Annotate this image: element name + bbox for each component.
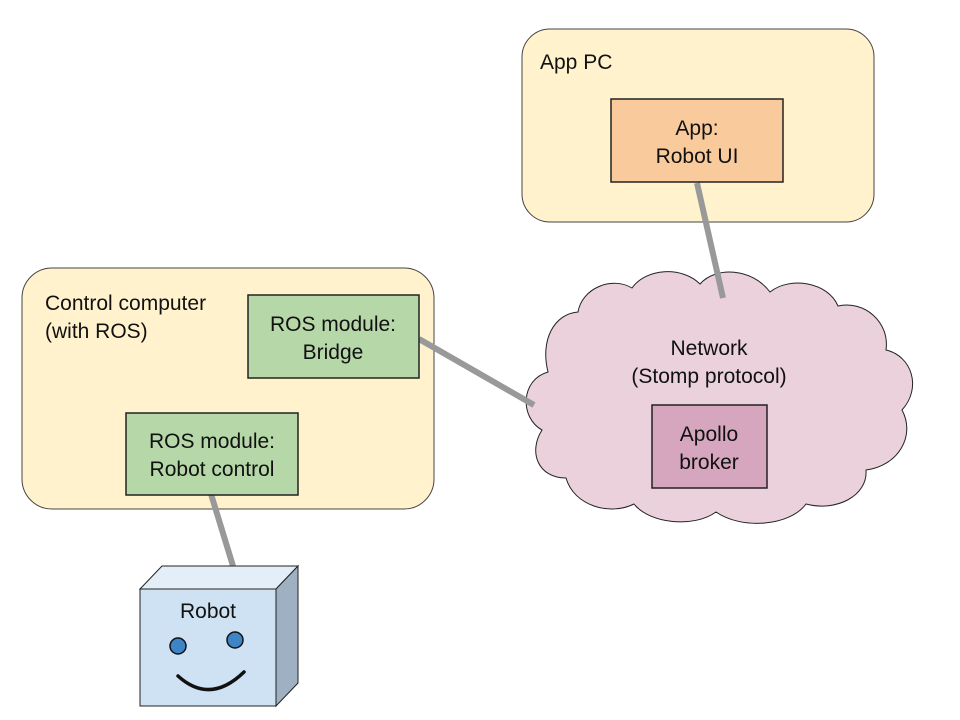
network-label: Network bbox=[670, 337, 748, 360]
apollo-broker-sublabel: broker bbox=[679, 451, 739, 474]
ros-robot-control-sublabel: Robot control bbox=[150, 458, 275, 481]
robot-cube-front bbox=[139, 588, 277, 707]
robot-right-eye bbox=[226, 631, 244, 649]
control-computer-label: Control computer bbox=[45, 292, 206, 315]
app-pc-label: App PC bbox=[540, 51, 612, 74]
link-robot-control-to-robot bbox=[208, 493, 236, 567]
robot-cube-side bbox=[275, 564, 299, 708]
ros-bridge-label: ROS module: bbox=[270, 313, 396, 336]
apollo-broker-label: Apollo bbox=[680, 423, 738, 446]
link-bridge-to-network bbox=[417, 336, 536, 408]
apollo-broker-module bbox=[651, 404, 768, 489]
robot-smile bbox=[176, 670, 246, 692]
ros-bridge-sublabel: Bridge bbox=[303, 341, 364, 364]
robot-label: Robot bbox=[180, 600, 236, 623]
ros-robot-control-label: ROS module: bbox=[149, 430, 275, 453]
link-app-to-network bbox=[694, 182, 726, 299]
network-cloud bbox=[525, 271, 913, 524]
ros-bridge-module bbox=[247, 294, 420, 379]
ros-robot-control-module bbox=[125, 412, 299, 496]
control-computer-sublabel: (with ROS) bbox=[45, 320, 148, 343]
robot-left-eye bbox=[169, 637, 187, 655]
robot-cube-top bbox=[138, 565, 300, 590]
app-robot-ui-label: App: bbox=[675, 117, 718, 140]
app-robot-ui-sublabel: Robot UI bbox=[656, 145, 739, 168]
robot-cube bbox=[138, 564, 300, 708]
app-robot-ui-module bbox=[610, 98, 784, 183]
network-sublabel: (Stomp protocol) bbox=[631, 365, 786, 388]
